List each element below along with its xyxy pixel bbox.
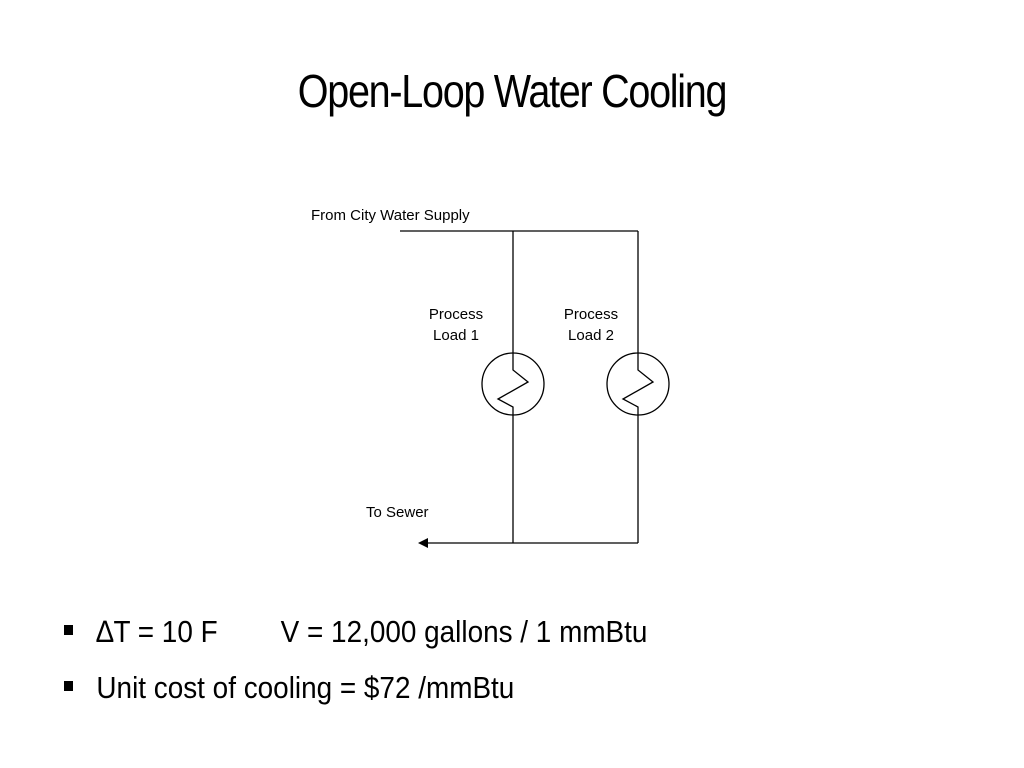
load-1-label-line-2: Load 1 xyxy=(433,327,479,344)
load-1-label-line-1: Process xyxy=(429,306,483,323)
bullet-list: ∆T = 10 F V = 12,000 gallons / 1 mmBtu Un… xyxy=(64,604,712,716)
bullet-item-unit-cost: Unit cost of cooling = $72 /mmBtu xyxy=(64,660,647,716)
bullet-item-delta-t: ∆T = 10 F V = 12,000 gallons / 1 mmBtu xyxy=(64,604,647,660)
sewer-arrow-head xyxy=(418,538,428,548)
heat-exchanger-2-icon xyxy=(606,352,670,416)
load-2-label-line-2: Load 2 xyxy=(568,327,614,344)
unit-cost-text: Unit cost of cooling = $72 /mmBtu xyxy=(96,670,515,705)
heat-exchanger-1-icon xyxy=(481,352,545,416)
delta-t-text: T = 10 F xyxy=(113,614,218,649)
sewer-label: To Sewer xyxy=(366,504,429,521)
volume-text: V = 12,000 gallons / 1 mmBtu xyxy=(280,614,648,649)
square-bullet-icon xyxy=(64,624,73,635)
delta-symbol: ∆ xyxy=(96,614,114,649)
square-bullet-icon xyxy=(64,680,73,691)
load-2-label-line-1: Process xyxy=(564,306,618,323)
slide-title: Open-Loop Water Cooling xyxy=(297,65,728,117)
supply-label: From City Water Supply xyxy=(311,207,470,224)
